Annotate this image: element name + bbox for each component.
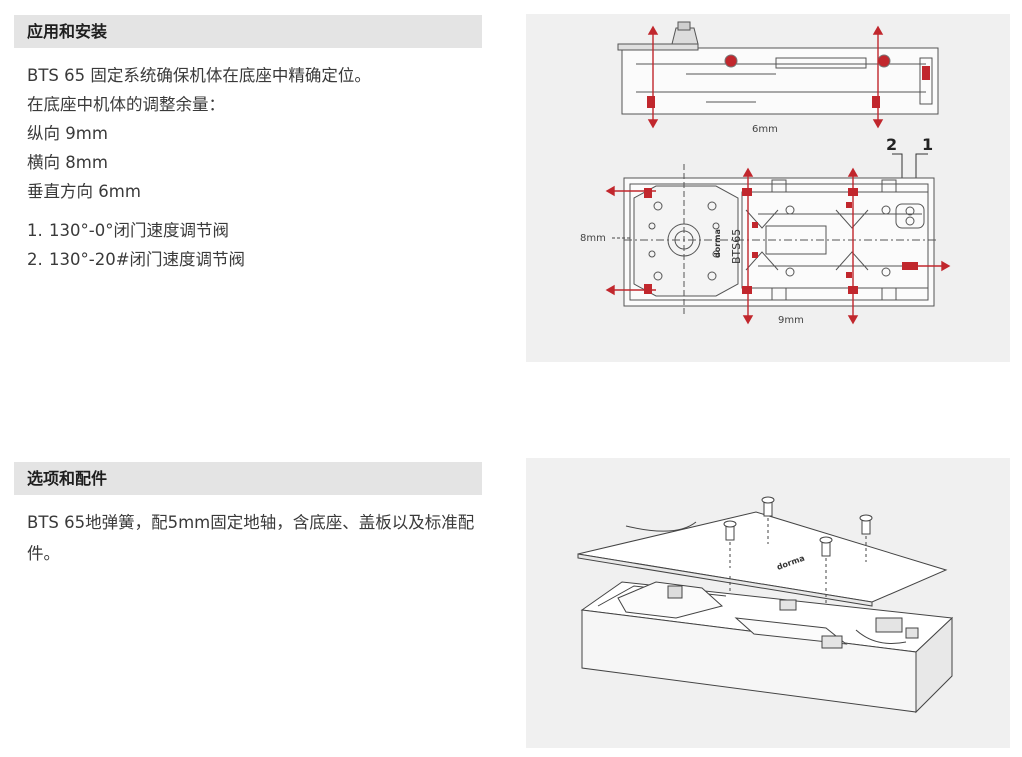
dim-label-9mm: 9mm <box>778 315 804 326</box>
drawing-svg: 6mm 2 1 <box>580 21 951 326</box>
vertical-adjust-arrows <box>647 25 884 129</box>
top-view <box>623 164 936 316</box>
list-number: 2. <box>27 250 43 269</box>
list-text: 130°-0°闭门速度调节阀 <box>49 221 229 240</box>
valve-list: 1. 130°-0°闭门速度调节阀 2. 130°-20#闭门速度调节阀 <box>27 216 245 274</box>
cover-plate <box>577 511 948 607</box>
exploded-assembly-drawing: dorma <box>526 458 1010 748</box>
list-number: 1. <box>27 221 43 240</box>
valve-2-label: 2 <box>886 135 897 154</box>
side-view <box>617 21 939 115</box>
installation-technical-drawing: 6mm 2 1 <box>526 14 1010 362</box>
description-line: 垂直方向 6mm <box>27 182 141 201</box>
dim-label-8mm: 8mm <box>580 233 606 244</box>
description-line: BTS 65 固定系统确保机体在底座中精确定位。 <box>27 66 371 85</box>
description-line: 纵向 9mm <box>27 124 108 143</box>
list-item: 1. 130°-0°闭门速度调节阀 <box>27 216 245 245</box>
description-line: 横向 8mm <box>27 153 108 172</box>
section-title-installation: 应用和安装 <box>14 15 482 48</box>
installation-description: BTS 65 固定系统确保机体在底座中精确定位。 在底座中机体的调整余量： 纵向… <box>27 61 371 206</box>
valve-1-label: 1 <box>922 135 933 154</box>
model-mark: BTS65 <box>730 229 743 264</box>
list-item: 2. 130°-20#闭门速度调节阀 <box>27 245 245 274</box>
screws <box>723 496 873 557</box>
lateral-adjust-arrows <box>605 167 951 325</box>
assembly-svg: dorma <box>577 496 954 714</box>
list-text: 130°-20#闭门速度调节阀 <box>49 250 246 269</box>
brand-mark: dorma <box>713 229 722 258</box>
section-title-options: 选项和配件 <box>14 462 482 495</box>
description-line: 在底座中机体的调整余量： <box>27 95 225 114</box>
dim-label-6mm: 6mm <box>752 124 778 135</box>
options-description: BTS 65地弹簧，配5mm固定地轴，含底座、盖板以及标准配件。 <box>27 513 475 563</box>
floor-spring-body <box>580 581 954 714</box>
